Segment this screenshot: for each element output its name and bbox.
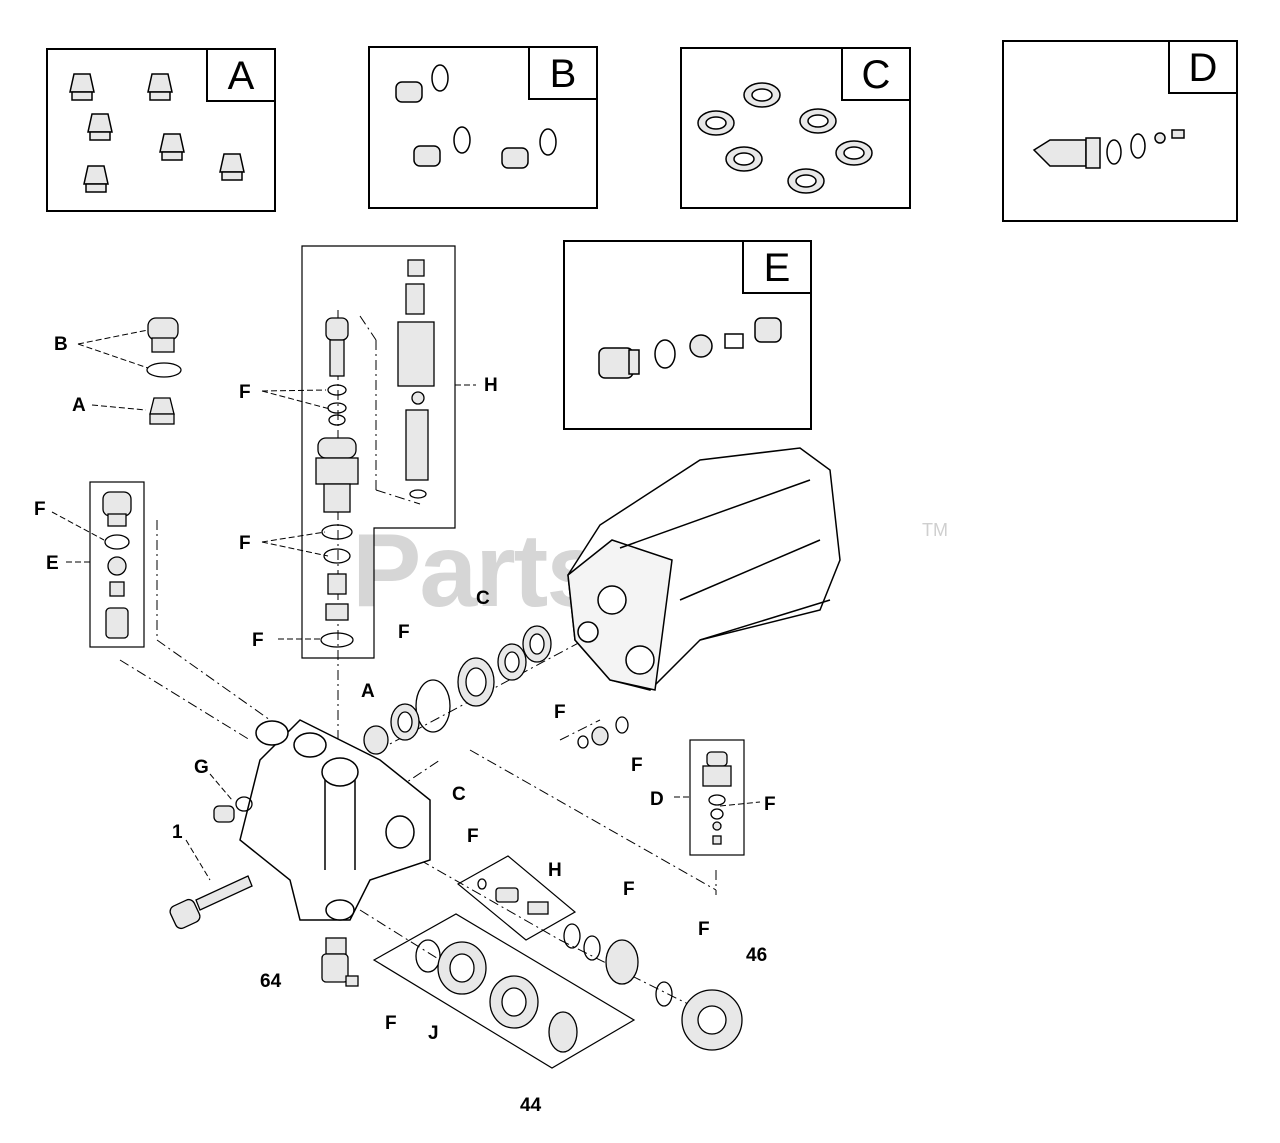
callout-f-h2: F <box>239 533 251 554</box>
kit-a-letter: A <box>206 48 276 102</box>
kit-b-parts <box>395 64 557 169</box>
h-lower-parts <box>477 878 549 915</box>
callout-c-lower: C <box>452 784 466 805</box>
kit-e-box: E <box>563 240 812 430</box>
h-lower-group-outline <box>456 855 577 941</box>
callout-d-right: D <box>650 789 664 810</box>
callout-a-mid: A <box>361 681 375 702</box>
valve-group-outline <box>301 245 456 659</box>
fitting-64 <box>321 937 359 987</box>
seal-stack <box>363 625 629 755</box>
callout-f-right1: F <box>554 702 566 723</box>
callout-e-left: E <box>46 553 59 574</box>
kit-e-letter: E <box>742 240 812 294</box>
callout-f-h3: F <box>252 630 264 651</box>
callout-46: 46 <box>746 945 768 966</box>
kit-d-group-outline <box>689 739 745 856</box>
kit-d-parts <box>1032 129 1185 169</box>
manifold-bolt <box>169 875 253 930</box>
kit-b-box: B <box>368 46 598 209</box>
kit-d-letter: D <box>1168 40 1238 94</box>
callout-f-right2: F <box>631 755 643 776</box>
callout-a-left: A <box>72 395 86 416</box>
kit-a-box: A <box>46 48 276 212</box>
callout-g: G <box>194 757 209 778</box>
kit-a-parts <box>69 73 245 193</box>
callout-f-d: F <box>764 794 776 815</box>
pump-manifold <box>239 719 431 921</box>
callout-h-top: H <box>484 375 498 396</box>
callout-f-lower2: F <box>623 879 635 900</box>
callout-64: 64 <box>260 971 282 992</box>
crankcase-housing <box>567 447 841 691</box>
callout-b-left: B <box>54 334 68 355</box>
outlet-parts <box>563 923 743 1051</box>
callout-j: J <box>428 1023 439 1044</box>
kit-d-box: D <box>1002 40 1238 222</box>
callout-c-upper: C <box>476 588 490 609</box>
kit-e-parts <box>598 317 782 379</box>
callout-h-lower: H <box>548 860 562 881</box>
trademark-mark: TM <box>922 520 948 540</box>
callout-44: 44 <box>520 1095 542 1116</box>
kit-c-letter: C <box>841 47 911 101</box>
callout-one: 1 <box>172 822 183 843</box>
kit-d-group-parts <box>702 751 732 845</box>
callout-f-lower: F <box>467 826 479 847</box>
kit-c-box: C <box>680 47 911 209</box>
callout-f-j: F <box>385 1013 397 1034</box>
kit-e-group-parts <box>102 491 132 639</box>
j-group-outline <box>372 913 636 1069</box>
callout-f-e1: F <box>34 499 46 520</box>
kit-c-parts <box>697 82 873 194</box>
kit-b-letter: B <box>528 46 598 100</box>
callout-f-outlet: F <box>698 919 710 940</box>
plug-g <box>213 796 253 823</box>
callout-f-h1: F <box>239 382 251 403</box>
valve-stack-parts <box>315 259 435 648</box>
j-parts <box>415 939 578 1053</box>
kit-e-group-outline <box>89 481 145 648</box>
callout-f-mid: F <box>398 622 410 643</box>
loose-plug-parts <box>146 317 182 425</box>
